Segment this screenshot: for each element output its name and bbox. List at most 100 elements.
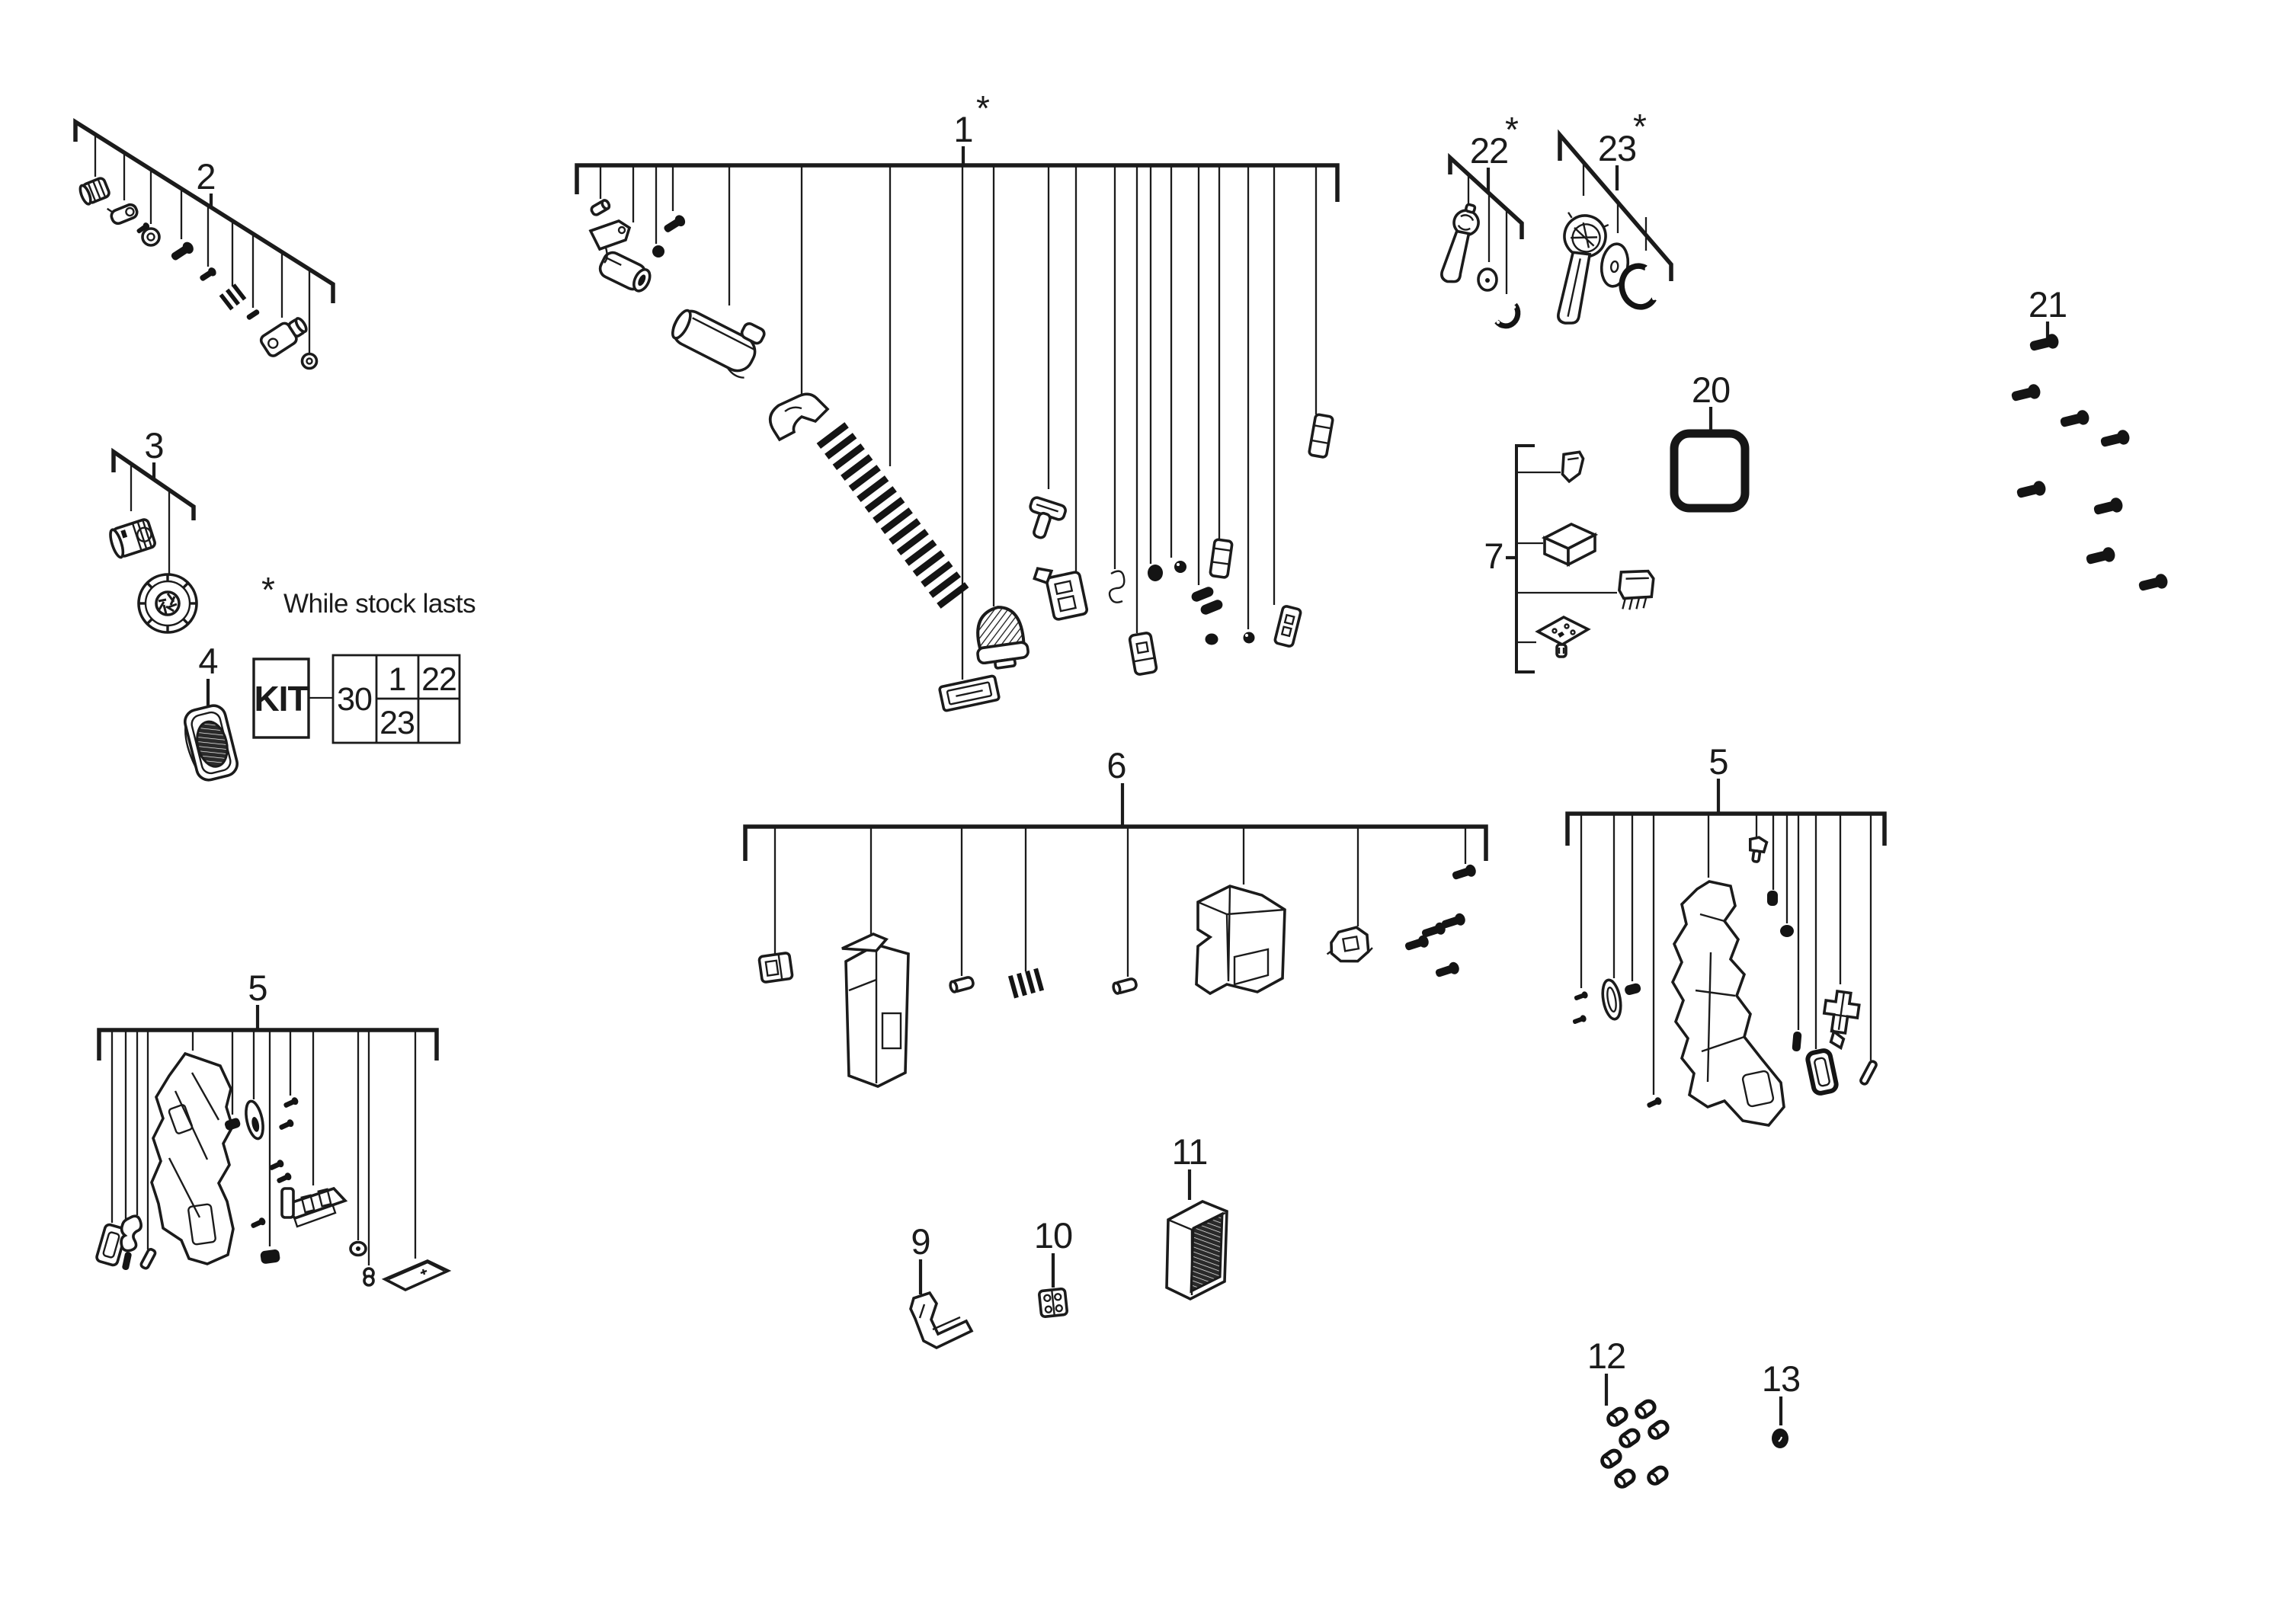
group-11: 11 bbox=[1165, 1131, 1228, 1301]
part-trigger-block bbox=[1033, 567, 1089, 621]
group-1: 1 * bbox=[575, 88, 1340, 712]
kit-box bbox=[252, 657, 310, 739]
group-7-label: 7 bbox=[1484, 536, 1503, 576]
group-10: 10 bbox=[1034, 1215, 1073, 1318]
group-6-leaders bbox=[773, 827, 1467, 977]
part-gasket-frame bbox=[1805, 1048, 1839, 1096]
kit-ref-cell: 30 bbox=[337, 681, 372, 718]
group-11-label: 11 bbox=[1172, 1131, 1208, 1172]
group-4: 4 bbox=[184, 641, 239, 782]
note-asterisk: * bbox=[261, 570, 275, 609]
part-clamp bbox=[768, 392, 830, 442]
group-1-leaders bbox=[599, 165, 1318, 680]
part-barrel-dark bbox=[1767, 891, 1778, 906]
group-22-bracket bbox=[1448, 152, 1524, 239]
part-spring-small bbox=[219, 283, 248, 311]
part-housing-bracket bbox=[1195, 885, 1286, 996]
part-latch-3 bbox=[1308, 413, 1334, 459]
group-6-bracket bbox=[743, 824, 1488, 861]
part-label-plate bbox=[938, 674, 1001, 712]
kit-box-label: KIT bbox=[254, 679, 309, 718]
group-9: 9 bbox=[909, 1221, 974, 1350]
group-10-label: 10 bbox=[1034, 1215, 1072, 1256]
part-cap-dark bbox=[1780, 925, 1794, 937]
part-grommet-dot-2 bbox=[1243, 632, 1255, 644]
part-switch-block bbox=[757, 952, 794, 984]
group-5-left-leaders bbox=[110, 1030, 417, 1265]
part-retaining-ring bbox=[1494, 302, 1521, 329]
part-latch-2 bbox=[1273, 605, 1302, 648]
part-bellows-seal bbox=[78, 177, 110, 206]
part-rubber-grommet bbox=[1772, 1428, 1788, 1448]
part-screw-set bbox=[1403, 863, 1478, 981]
part-plug-dark bbox=[224, 1118, 241, 1131]
part-guide-block bbox=[1128, 632, 1158, 676]
part-s-clip bbox=[1108, 570, 1126, 603]
kit-cell-23: 23 bbox=[379, 705, 415, 741]
part-screw bbox=[2092, 496, 2125, 518]
group-22-label: 22 bbox=[1470, 130, 1508, 171]
part-motor bbox=[109, 518, 156, 559]
stock-note: * While stock lasts bbox=[261, 570, 476, 619]
group-2-bracket bbox=[73, 118, 335, 303]
part-dust-funnel bbox=[976, 606, 1030, 670]
group-12-label: 12 bbox=[1587, 1336, 1625, 1376]
part-oval-seal-ring bbox=[1601, 978, 1622, 1021]
part-pin bbox=[246, 309, 260, 320]
part-washer-large bbox=[1600, 242, 1630, 288]
group-7: 7 bbox=[1484, 444, 1655, 673]
group-5-left: 5 bbox=[95, 968, 452, 1291]
group-7-bracket bbox=[1515, 444, 1535, 673]
group-1-asterisk: * bbox=[976, 88, 990, 128]
part-round-knob bbox=[1557, 212, 1609, 325]
part-cylinder-lever bbox=[671, 309, 766, 379]
group-5-right-bracket bbox=[1565, 811, 1887, 846]
part-latch bbox=[1209, 538, 1234, 579]
part-housing-right-half bbox=[1670, 880, 1785, 1127]
part-thumb-screw bbox=[1748, 836, 1769, 863]
part-filter-box bbox=[1165, 1200, 1228, 1301]
part-terminal-connector bbox=[1618, 569, 1655, 610]
part-cable-connector bbox=[1326, 926, 1373, 963]
group-23: 23 * bbox=[1557, 107, 1673, 325]
part-cover-plate bbox=[381, 1259, 452, 1291]
group-5-right-leaders bbox=[1580, 814, 1872, 1095]
group-23-asterisk: * bbox=[1633, 107, 1647, 146]
part-pin-white bbox=[139, 1248, 157, 1270]
part-pins-pair bbox=[1191, 587, 1223, 615]
group-3: 3 bbox=[109, 425, 198, 634]
group-5-right: 5 bbox=[1565, 741, 1887, 1127]
kit-cell-1: 1 bbox=[389, 661, 406, 698]
group-5-left-bracket bbox=[97, 1028, 439, 1061]
part-screw bbox=[2099, 428, 2131, 450]
part-screw bbox=[2137, 572, 2170, 594]
part-washer-screw bbox=[135, 221, 161, 247]
group-20: 20 bbox=[1670, 370, 1750, 513]
part-boot-gasket bbox=[1670, 429, 1750, 513]
group-23-bracket bbox=[1558, 129, 1673, 281]
part-intake-grommet bbox=[184, 704, 239, 782]
part-washer bbox=[349, 1240, 367, 1257]
group-6: 6 bbox=[743, 745, 1488, 1088]
kit-cell-22: 22 bbox=[421, 661, 456, 698]
part-clip-cap bbox=[1561, 450, 1585, 484]
part-plug-dark bbox=[1625, 983, 1641, 996]
group-9-label: 9 bbox=[911, 1221, 930, 1262]
group-5-right-label: 5 bbox=[1708, 741, 1728, 782]
part-spring-small bbox=[1007, 967, 1048, 999]
part-housing-left-half bbox=[150, 1051, 235, 1265]
part-pcb-board bbox=[1535, 615, 1591, 658]
part-washer bbox=[300, 352, 319, 370]
part-screw bbox=[2015, 479, 2048, 501]
group-21-label: 21 bbox=[2029, 284, 2067, 325]
part-coupler bbox=[259, 317, 308, 357]
part-dowel-pin bbox=[1859, 1060, 1878, 1086]
part-ball bbox=[652, 245, 664, 258]
part-pin-small bbox=[590, 199, 611, 216]
group-21: 21 bbox=[2009, 284, 2170, 594]
part-foam-pad bbox=[1541, 523, 1599, 567]
part-washer-disc bbox=[1477, 267, 1498, 292]
group-1-bracket bbox=[575, 163, 1340, 202]
